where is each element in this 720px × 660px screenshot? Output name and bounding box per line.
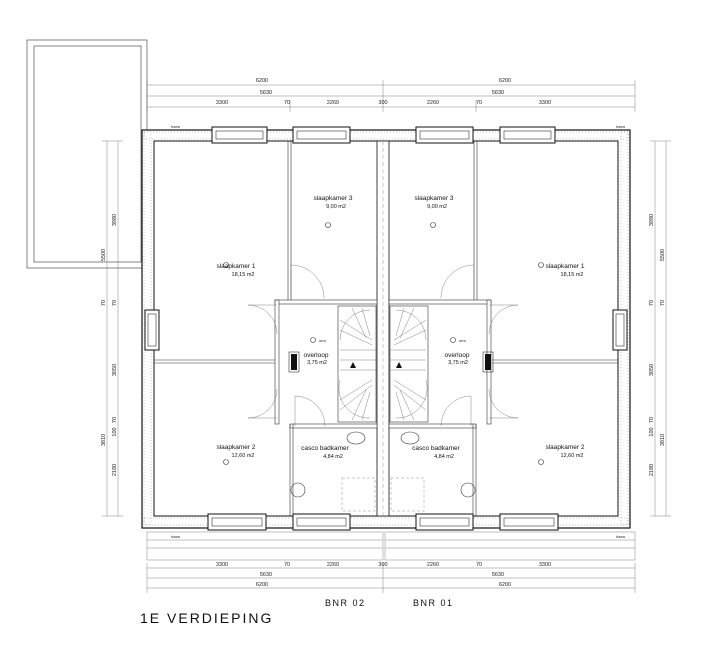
dim-side: 5500: [660, 249, 666, 261]
doors-right: [440, 264, 519, 427]
dim-top-mid-right: 5630: [492, 90, 504, 96]
dim-top-part: 70: [284, 100, 290, 106]
dim-bottom-total-right: 6200: [499, 582, 511, 588]
room-area-left-bedroom2: 12,60 m2: [232, 453, 255, 459]
dim-top-part: 300: [378, 100, 387, 106]
room-name-left-bathroom: casco badkamer: [301, 445, 350, 452]
dim-top-part: 70: [476, 100, 482, 106]
dim-side: 3050: [649, 364, 655, 376]
dim-bottom-part: 3300: [216, 562, 228, 568]
bottom-dimensions: 3300 70 2260 300 2260 70 3300 5630 5630 …: [146, 562, 636, 593]
dim-bottom-part: 3300: [539, 562, 551, 568]
room-area-right-bathroom: 4,84 m2: [434, 454, 454, 460]
dim-side: 70: [649, 300, 655, 306]
room-name-left-landing: overloop: [304, 352, 329, 359]
haea-label: haea: [171, 124, 181, 129]
dim-side: 100: [649, 427, 655, 436]
dim-side: 3810: [101, 434, 107, 446]
dim-side: 3810: [660, 434, 666, 446]
orm-label-left: orm: [319, 338, 327, 343]
doors-left: [247, 264, 326, 427]
left-side-dimensions: 5500 70 3810 3980 70 3050 70 100 2180: [101, 140, 123, 517]
dim-bottom-mid-right: 5630: [492, 572, 504, 578]
room-name-left-bedroom1: slaapkamer 1: [216, 263, 255, 270]
dim-bottom-mid-left: 5630: [260, 572, 272, 578]
room-area-right-bedroom2: 12,60 m2: [561, 453, 584, 459]
right-side-dimensions: 3980 70 3050 70 100 2180 5500 70 3810: [649, 140, 671, 517]
haea-label: haea: [616, 124, 626, 129]
dim-side: 70: [112, 417, 118, 423]
room-area-left-landing: 3,75 m2: [307, 360, 327, 366]
dim-side: 70: [101, 300, 107, 306]
light-points: [223, 222, 544, 465]
shafts: [288, 351, 494, 373]
dim-bottom-part: 300: [378, 562, 387, 568]
dim-bottom-part: 2260: [327, 562, 339, 568]
dim-bottom-part: 70: [284, 562, 290, 568]
dim-bottom-part: 70: [476, 562, 482, 568]
dim-side: 70: [660, 300, 666, 306]
dim-top-total-left: 6200: [256, 78, 268, 84]
windows-top: [211, 126, 556, 144]
room-name-right-bedroom2: slaapkamer 2: [545, 444, 584, 451]
balcony-rails: [146, 531, 636, 561]
dim-bottom-part: 2260: [427, 562, 439, 568]
terrace-outline: [26, 39, 148, 269]
dim-top-mid-left: 5630: [260, 90, 272, 96]
top-dimensions: 6200 6200 5630 5630 3300 70 2260 300 226…: [146, 78, 636, 112]
party-wall: [376, 140, 390, 517]
partitions-left: [154, 141, 378, 516]
floor-title: 1E VERDIEPING: [140, 610, 273, 626]
room-area-right-bedroom1: 18,15 m2: [561, 272, 584, 278]
room-area-right-landing: 3,75 m2: [448, 360, 468, 366]
dim-side: 100: [112, 427, 118, 436]
dim-top-part: 3300: [539, 100, 551, 106]
room-name-right-bathroom: casco badkamer: [412, 445, 461, 452]
windows-side: [144, 309, 628, 351]
dim-side: 70: [112, 300, 118, 306]
orm-label-right: orm: [459, 338, 467, 343]
dim-side: 2180: [112, 464, 118, 476]
dim-side: 3980: [649, 214, 655, 226]
dim-side: 5500: [101, 249, 107, 261]
haea-label: haea: [171, 534, 181, 539]
dim-top-total-right: 6200: [499, 78, 511, 84]
room-name-right-bedroom1: slaapkamer 1: [545, 263, 584, 270]
room-name-left-bedroom3: slaapkamer 3: [313, 195, 352, 202]
dim-side: 70: [649, 417, 655, 423]
windows-bottom: [207, 513, 559, 531]
dim-top-part: 2260: [327, 100, 339, 106]
dim-side: 2180: [649, 464, 655, 476]
bathroom-fixtures: [290, 431, 476, 512]
room-area-left-bedroom1: 18,15 m2: [232, 272, 255, 278]
room-area-left-bedroom3: 9,00 m2: [326, 204, 346, 210]
stair-right: [389, 305, 429, 423]
room-name-left-bedroom2: slaapkamer 2: [216, 444, 255, 451]
dim-top-part: 2260: [427, 100, 439, 106]
room-name-right-landing: overloop: [445, 352, 470, 359]
stair-left: [337, 305, 377, 423]
room-area-right-bedroom3: 9,00 m2: [427, 204, 447, 210]
unit-label-right: BNR 01: [413, 598, 454, 608]
unit-label-left: BNR 02: [325, 598, 366, 608]
haea-label: haea: [616, 534, 626, 539]
dim-side: 3050: [112, 364, 118, 376]
room-name-right-bedroom3: slaapkamer 3: [414, 195, 453, 202]
room-area-left-bathroom: 4,84 m2: [323, 454, 343, 460]
dim-top-part: 3300: [216, 100, 228, 106]
dim-side: 3980: [112, 214, 118, 226]
dim-bottom-total-left: 6200: [256, 582, 268, 588]
